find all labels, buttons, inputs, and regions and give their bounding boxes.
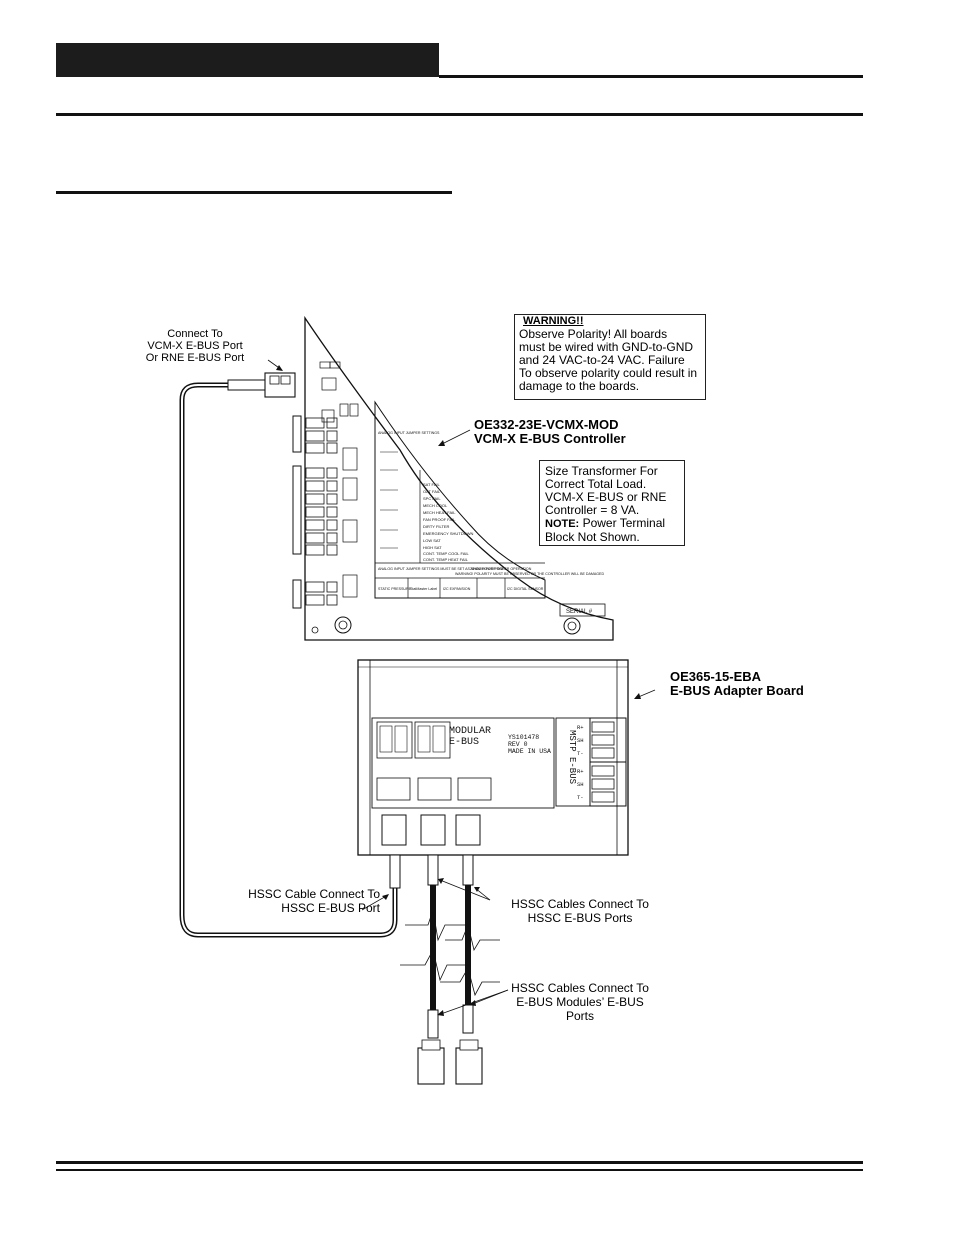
transformer-line2: Correct Total Load. (545, 477, 647, 491)
table-row: MECH HEAT FAIL (423, 510, 456, 515)
terminal-label: SH (577, 781, 584, 788)
i2c-sensor-label: I2C DIGITAL SENSOR (507, 587, 544, 591)
i2c-expansion-label: I2C EXPANSION (443, 587, 471, 591)
warning-line3: and 24 VAC-to-24 VAC. Failure (519, 353, 685, 367)
adapter-title: OE365-15-EBA E-BUS Adapter Board (670, 670, 870, 698)
serial-label: SERIAL # (566, 609, 593, 615)
transformer-line1: Size Transformer For (545, 464, 658, 478)
warning-line4: To observe polarity could result in (519, 366, 698, 380)
power-warning: WARNING! POLARITY MUST BE OBSERVED OR TH… (455, 572, 604, 576)
transformer-note-line: NOTE: Power Terminal (545, 517, 679, 531)
header-title-block (56, 43, 439, 77)
table-row: MECH COOL (423, 503, 448, 508)
connect-to-line2: VCM-X E-BUS Port (147, 340, 243, 352)
controller-alarm-table: SAT FAIL OAT FAIL SPC FAIL MECH COOL MEC… (423, 482, 473, 562)
controller-part-number: OE332-23E-VCMX-MOD (474, 417, 619, 432)
section-underline (56, 191, 452, 194)
adapter-part-3: MADE IN USA (508, 748, 551, 755)
transformer-line4: Controller = 8 VA. (545, 503, 640, 517)
terminal-label: T- (577, 750, 584, 757)
table-row: LOW SAT (423, 538, 441, 543)
adapter-name: E-BUS Adapter Board (670, 683, 804, 698)
hssc-multi-line1: HSSC Cables Connect To (511, 897, 649, 911)
connect-to-callout: Connect To VCM-X E-BUS Port Or RNE E-BUS… (125, 328, 265, 364)
transformer-line3: VCM-X E-BUS or RNE (545, 490, 667, 504)
table-row: DIRTY FILTER (423, 524, 450, 529)
hssc-single-line2: HSSC E-BUS Port (281, 901, 380, 915)
transformer-line6: Block Not Shown. (545, 530, 640, 544)
controller-name: VCM-X E-BUS Controller (474, 431, 626, 446)
statmaster-label: StatMaster Label (410, 587, 437, 591)
note-label: NOTE: (545, 518, 580, 530)
vcmx-controller-board (292, 315, 614, 641)
adapter-title-1: MODULAR (449, 726, 491, 737)
terminal-label: R+ (577, 768, 584, 775)
footer-rule-bottom (56, 1169, 863, 1171)
connect-to-line1: Connect To (167, 328, 223, 340)
controller-title: OE332-23E-VCMX-MOD VCM-X E-BUS Controlle… (474, 418, 694, 446)
adapter-part-2: REV 0 (508, 741, 528, 748)
ebus-adapter-board (357, 659, 629, 856)
arrow-heads (276, 365, 641, 1016)
jumper-title: ANALOG INPUT JUMPER SETTINGS (378, 431, 440, 435)
transformer-note-box: Size Transformer For Correct Total Load.… (539, 460, 685, 546)
hssc-single-line1: HSSC Cable Connect To (248, 887, 380, 901)
table-row: HIGH SAT (423, 545, 442, 550)
table-row: FAN PROOF FAIL (423, 517, 456, 522)
mstp-ebus-label: MSTP E-BUS (567, 730, 577, 784)
adapter-title-2: E-BUS (449, 737, 479, 748)
modules-callout: HSSC Cables Connect To E-BUS Modules’ E-… (500, 981, 660, 1023)
cables (179, 372, 500, 1085)
hssc-multi-callout: HSSC Cables Connect To HSSC E-BUS Ports (500, 897, 660, 925)
terminal-label: SH (577, 737, 584, 744)
warning-line1: Observe Polarity! All boards (519, 327, 668, 341)
terminal-label: R+ (577, 724, 584, 731)
table-row: EMERGENCY SHUTDOWN (423, 531, 473, 536)
power-label: 24VAC POWER ONLY (470, 567, 507, 571)
controller-board-labels: ANALOG INPUT JUMPER SETTINGS ANALOG INPU… (378, 431, 604, 615)
connect-to-line3: Or RNE E-BUS Port (145, 352, 245, 364)
top-divider (56, 113, 863, 116)
table-row: CONT. TEMP COOL FAIL (423, 551, 469, 556)
adapter-part-number: OE365-15-EBA (670, 669, 762, 684)
footer-rule-top (56, 1161, 863, 1164)
hssc-single-callout: HSSC Cable Connect To HSSC E-BUS Port (225, 887, 380, 915)
adapter-board-labels: MODULAR E-BUS YS101478 REV 0 MADE IN USA… (449, 724, 584, 801)
terminal-label: T- (577, 794, 584, 801)
warning-line5: damage to the boards. (519, 379, 640, 393)
warning-line2: must be wired with GND-to-GND (519, 340, 694, 354)
adapter-part-1: YS101478 (508, 734, 539, 741)
table-row: SAT FAIL (423, 482, 441, 487)
header-rule (439, 75, 863, 78)
modules-line2: E-BUS Modules’ E-BUS (516, 995, 644, 1009)
warning-heading: WARNING!! (523, 315, 584, 327)
transformer-line5: Power Terminal (582, 516, 666, 530)
modules-line1: HSSC Cables Connect To (511, 981, 649, 995)
static-pressure-label: STATIC PRESSURE (378, 587, 412, 591)
table-row: CONT. TEMP HEAT FAIL (423, 557, 469, 562)
modules-line3: Ports (565, 1009, 594, 1023)
jumper-note: ANALOG INPUT JUMPER SETTINGS MUST BE SET… (378, 567, 532, 571)
table-row: SPC FAIL (423, 496, 441, 501)
warning-box: WARNING!! Observe Polarity! All boards m… (514, 314, 706, 400)
hssc-multi-line2: HSSC E-BUS Ports (527, 911, 633, 925)
leader-lines (267, 359, 656, 1016)
table-row: OAT FAIL (423, 489, 441, 494)
